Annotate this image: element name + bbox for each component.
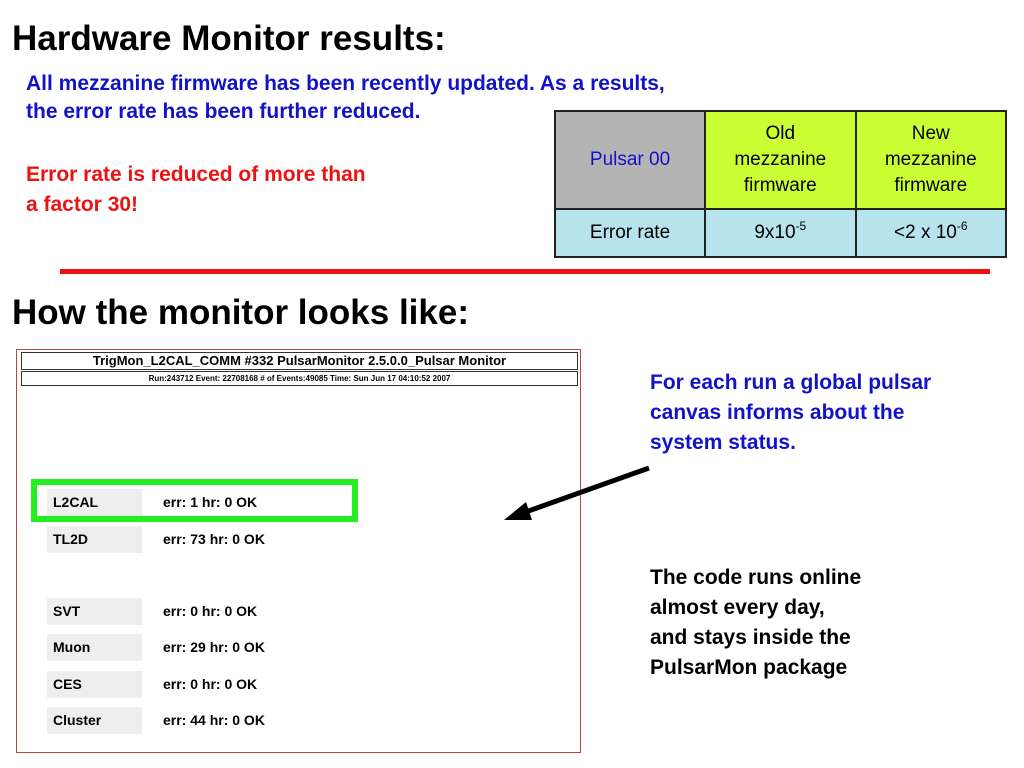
row-label: L2CAL	[47, 489, 142, 516]
table-corner-cell: Pulsar 00	[553, 110, 707, 210]
row-value: err: 0 hr: 0 OK	[163, 676, 258, 692]
new-header-line-2: mezzanine	[884, 149, 977, 170]
old-header-line-2: mezzanine	[734, 149, 827, 170]
old-header-line-1: Old	[765, 123, 796, 144]
list-item: SVT err: 0 hr: 0 OK	[47, 598, 567, 625]
row-label: Cluster	[47, 707, 142, 734]
table-row-label: Error rate	[553, 208, 707, 258]
heading-results: Hardware Monitor results:	[12, 19, 446, 58]
side-note-line-1: For each run a global pulsar	[650, 371, 932, 394]
row-label: CES	[47, 671, 142, 698]
side-note-line-3: system status.	[650, 431, 796, 454]
list-item: Cluster err: 44 hr: 0 OK	[47, 707, 567, 734]
row-value: err: 29 hr: 0 OK	[163, 639, 265, 655]
arrow-left-icon	[504, 465, 650, 520]
intro-line-1: All mezzanine firmware has been recently…	[26, 72, 665, 95]
row-label: Muon	[47, 634, 142, 661]
new-header-line-1: New	[911, 123, 950, 144]
table-new-value: <2 x 10-6	[854, 208, 1008, 258]
side-note: For each run a global pulsar canvas info…	[650, 368, 931, 458]
row-value: err: 0 hr: 0 OK	[163, 603, 258, 619]
code-note-line-4: PulsarMon package	[650, 656, 848, 679]
red-divider	[60, 269, 990, 274]
new-value-exponent: -6	[956, 219, 968, 233]
code-note-line-3: and stays inside the	[650, 626, 851, 649]
new-value-base: <2 x 10	[894, 222, 957, 243]
monitor-info-bar: Run:243712 Event: 22708168 # of Events:4…	[21, 371, 578, 386]
old-header-line-3: firmware	[743, 175, 817, 196]
list-item: TL2D err: 73 hr: 0 OK	[47, 526, 567, 553]
old-value-base: 9x10	[754, 222, 796, 243]
row-label: TL2D	[47, 526, 142, 553]
monitor-screenshot: TrigMon_L2CAL_COMM #332 PulsarMonitor 2.…	[16, 349, 581, 753]
row-value: err: 1 hr: 0 OK	[163, 494, 258, 510]
row-value: err: 44 hr: 0 OK	[163, 712, 265, 728]
side-note-line-2: canvas informs about the	[650, 401, 905, 424]
intro-line-2: the error rate has been further reduced.	[26, 100, 421, 123]
claim-line-1: Error rate is reduced of more than	[26, 163, 366, 186]
table-row: Error rate 9x10-5 <2 x 10-6	[553, 208, 1008, 258]
row-value: err: 73 hr: 0 OK	[163, 531, 265, 547]
table-old-value: 9x10-5	[704, 208, 857, 258]
list-item: CES err: 0 hr: 0 OK	[47, 671, 567, 698]
claim-text: Error rate is reduced of more than a fac…	[26, 160, 366, 220]
code-note-line-2: almost every day,	[650, 596, 825, 619]
intro-text: All mezzanine firmware has been recently…	[26, 70, 665, 126]
table-old-firmware-header: Old mezzanine firmware	[704, 110, 857, 210]
row-label: SVT	[47, 598, 142, 625]
old-value-exponent: -5	[795, 219, 807, 233]
table-header-row: Pulsar 00 Old mezzanine firmware New mez…	[553, 110, 1008, 210]
code-note: The code runs online almost every day, a…	[650, 563, 861, 683]
claim-line-2: a factor 30!	[26, 193, 139, 216]
new-header-line-3: firmware	[894, 175, 968, 196]
heading-monitor: How the monitor looks like:	[12, 293, 469, 332]
monitor-title-bar: TrigMon_L2CAL_COMM #332 PulsarMonitor 2.…	[21, 352, 578, 370]
list-item: Muon err: 29 hr: 0 OK	[47, 634, 567, 661]
error-rate-table: Pulsar 00 Old mezzanine firmware New mez…	[553, 110, 1008, 258]
table-new-firmware-header: New mezzanine firmware	[854, 110, 1008, 210]
highlight-box	[31, 479, 358, 522]
code-note-line-1: The code runs online	[650, 566, 862, 589]
list-item: L2CAL err: 1 hr: 0 OK	[47, 489, 567, 516]
